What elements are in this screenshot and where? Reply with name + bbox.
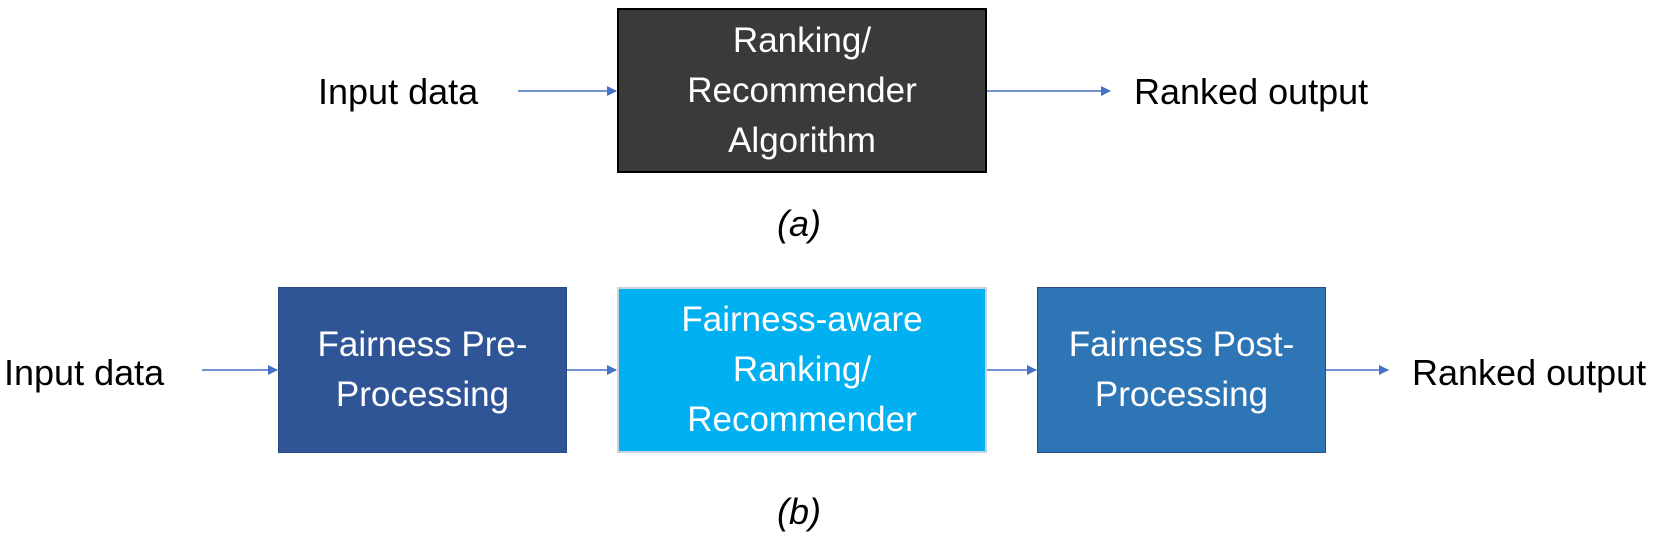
panel-b-caption: (b) bbox=[777, 491, 821, 532]
panel-b-input-label: Input data bbox=[4, 352, 165, 393]
preprocessing-line-1: Fairness Pre- bbox=[317, 325, 528, 364]
fairness-aware-ranking-box: Fairness-aware Ranking/ Recommender bbox=[617, 287, 987, 453]
panel-a-algorithm-line-2: Recommender bbox=[687, 70, 917, 110]
postprocessing-line-1: Fairness Post- bbox=[1068, 325, 1295, 364]
panel-a-algorithm-box: Ranking/ Recommender Algorithm bbox=[617, 8, 987, 173]
postprocessing-line-2: Processing bbox=[1094, 375, 1269, 414]
panel-a-algorithm-line-1: Ranking/ bbox=[732, 20, 872, 60]
panel-a-algorithm-line-3: Algorithm bbox=[728, 120, 876, 160]
preprocessing-line-2: Processing bbox=[335, 375, 510, 414]
fairness-aware-ranking-line-2: Ranking/ bbox=[732, 350, 872, 389]
panel-a-caption: (a) bbox=[777, 203, 821, 244]
fairness-aware-ranking-line-1: Fairness-aware bbox=[681, 300, 923, 339]
postprocessing-box: Fairness Post- Processing bbox=[1037, 287, 1326, 453]
panel-a-input-label: Input data bbox=[318, 71, 479, 112]
panel-a-output-label: Ranked output bbox=[1134, 71, 1369, 112]
panel-b-output-label: Ranked output bbox=[1412, 352, 1647, 393]
fairness-aware-ranking-line-3: Recommender bbox=[687, 400, 917, 439]
preprocessing-box: Fairness Pre- Processing bbox=[278, 287, 567, 453]
